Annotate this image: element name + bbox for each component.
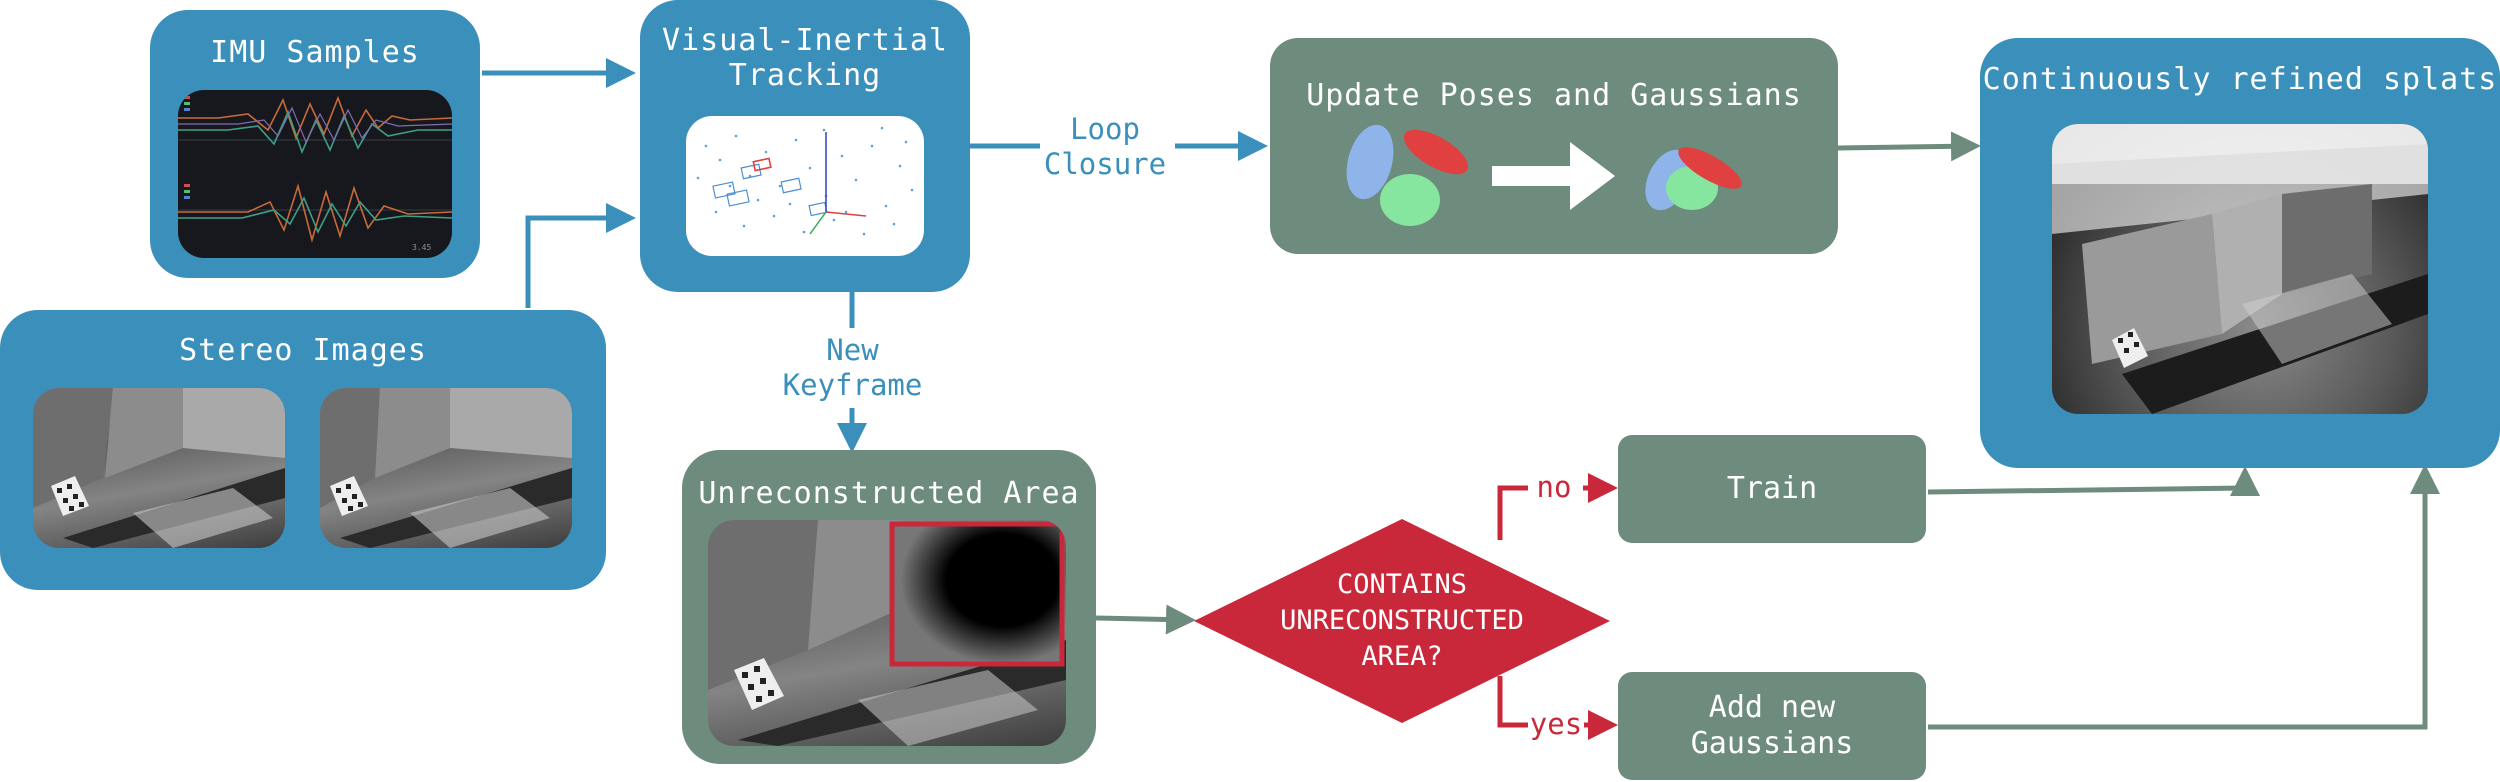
arrow-stereo-to-tracking <box>525 203 636 308</box>
arrow-update-to-splats <box>1837 131 1981 162</box>
new-keyframe-line1: New <box>826 333 879 367</box>
update-poses-title: Update Poses and Gaussians <box>1306 78 1802 113</box>
unreconstructed-area-title: Unreconstructed Area <box>698 476 1080 511</box>
decision-line3: AREA? <box>1361 641 1443 672</box>
new-keyframe-line2: Keyframe <box>782 368 923 402</box>
arrow-unrecon-to-decision <box>1095 604 1196 635</box>
decision-diamond <box>1194 519 1610 723</box>
loop-closure-line2: Closure <box>1043 147 1167 181</box>
add-gaussians-node: Add new Gaussians <box>1618 672 1926 780</box>
gaussian-update-illustration <box>1346 124 1742 226</box>
gaussian-green-before <box>1380 174 1440 226</box>
tracking-title-line1: Visual-Inertial <box>662 23 948 58</box>
loop-closure-line1: Loop <box>1070 112 1140 146</box>
yes-label: yes <box>1529 707 1583 741</box>
new-keyframe-label: New Keyframe <box>770 333 935 403</box>
arrow-train-to-splats <box>1927 466 2260 496</box>
loop-closure-label: Loop Closure <box>1030 112 1180 182</box>
stereo-images-title: Stereo Images <box>179 333 427 368</box>
arrow-decision-no <box>1497 488 1612 540</box>
arrow-add-to-splats <box>1928 464 2440 730</box>
imu-plot-image: 3.45 <box>178 90 452 258</box>
unreconstructed-area-image <box>708 520 1066 746</box>
decision-line1: CONTAINS <box>1336 569 1468 600</box>
imu-samples-title: IMU Samples <box>210 35 420 70</box>
refined-splats-node: Continuously refined splats <box>1980 38 2500 468</box>
unreconstructed-area-node: Unreconstructed Area <box>682 450 1096 764</box>
add-gaussians-line1: Add new <box>1708 690 1836 725</box>
train-node: Train <box>1618 435 1926 543</box>
refined-splats-image <box>2052 124 2428 414</box>
arrow-decision-yes <box>1497 676 1612 725</box>
refined-splats-title: Continuously refined splats <box>1982 62 2498 97</box>
visual-inertial-tracking-node: Visual-Inertial Tracking <box>640 0 970 292</box>
stereo-images-node: Stereo Images <box>0 310 606 590</box>
tracking-title-line2: Tracking <box>728 58 882 93</box>
stereo-right-image <box>320 388 572 548</box>
add-gaussians-line2: Gaussians <box>1690 726 1854 761</box>
train-label: Train <box>1726 471 1818 506</box>
tracking-point-cloud-image <box>686 116 924 256</box>
gaussian-blue-before <box>1346 124 1394 200</box>
imu-samples-node: IMU Samples 3.45 <box>150 10 480 278</box>
decision-text: CONTAINS UNRECONSTRUCTED AREA? <box>1222 567 1582 675</box>
gaussian-red-after <box>1678 147 1742 189</box>
transform-arrow-icon <box>1492 142 1615 210</box>
stereo-left-image <box>33 388 285 548</box>
update-poses-node: Update Poses and Gaussians <box>1270 38 1838 254</box>
decision-line2: UNRECONSTRUCTED <box>1280 605 1524 636</box>
no-label: no <box>1536 470 1572 504</box>
gaussian-red-before <box>1403 129 1469 175</box>
unreconstructed-region-highlight <box>889 521 1065 667</box>
svg-text:3.45: 3.45 <box>412 243 431 252</box>
